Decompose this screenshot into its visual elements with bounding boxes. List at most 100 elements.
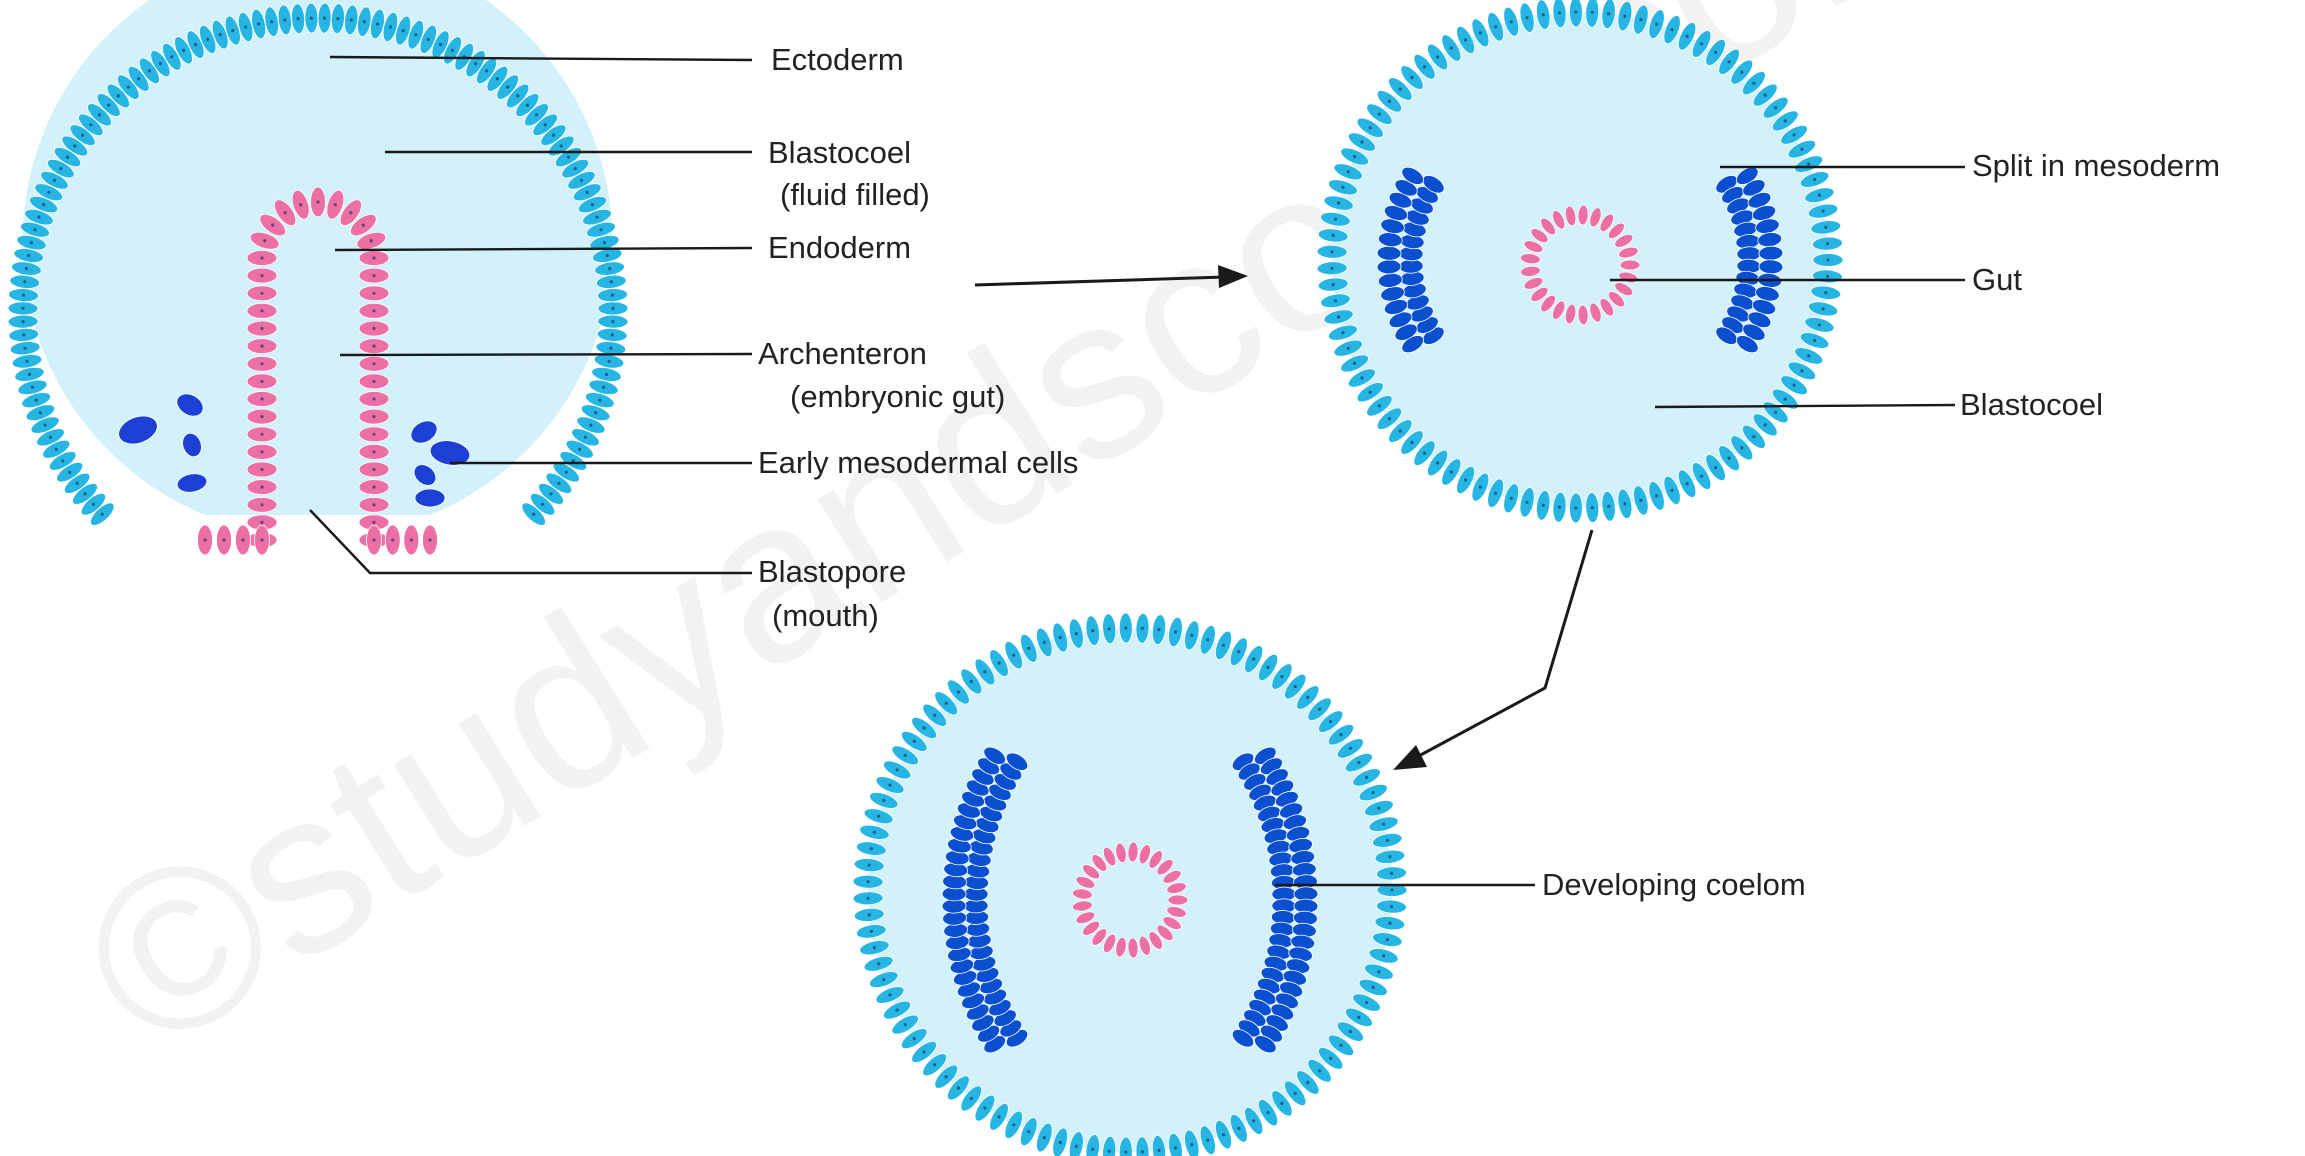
endoderm-cell-nucleus bbox=[203, 538, 206, 541]
ectoderm-cell-nucleus bbox=[578, 448, 581, 451]
ectoderm-cell-nucleus bbox=[31, 386, 34, 389]
ectoderm-cell-nucleus bbox=[49, 436, 52, 439]
ectoderm-cell-nucleus bbox=[1331, 250, 1334, 253]
gut-cell bbox=[1620, 260, 1640, 270]
endoderm-cell-nucleus bbox=[362, 224, 365, 227]
endoderm-cell-nucleus bbox=[260, 397, 263, 400]
blastocoel-1-fill bbox=[23, 0, 613, 515]
ectoderm-cell-nucleus bbox=[1728, 457, 1731, 460]
endoderm-cell-nucleus bbox=[372, 380, 375, 383]
ectoderm-cell-nucleus bbox=[957, 690, 960, 693]
endoderm-cell-nucleus bbox=[260, 521, 263, 524]
ectoderm-cell-nucleus bbox=[59, 167, 62, 170]
ectoderm-cell-nucleus bbox=[1108, 1150, 1111, 1153]
ectoderm-cell-nucleus bbox=[1075, 632, 1078, 635]
ectoderm-cell-nucleus bbox=[257, 22, 260, 25]
ectoderm-cell-nucleus bbox=[485, 69, 488, 72]
ectoderm-cell-nucleus bbox=[609, 347, 612, 350]
ectoderm-cell-nucleus bbox=[1526, 501, 1529, 504]
endoderm-cell-nucleus bbox=[260, 450, 263, 453]
ectoderm-cell-nucleus bbox=[608, 267, 611, 270]
ectoderm-cell-nucleus bbox=[1388, 100, 1391, 103]
ectoderm-cell-nucleus bbox=[1784, 119, 1787, 122]
ectoderm-cell-nucleus bbox=[1369, 126, 1372, 129]
ectoderm-cell-nucleus bbox=[1347, 347, 1350, 350]
ectoderm-cell-nucleus bbox=[888, 783, 891, 786]
ectoderm-cell-nucleus bbox=[1091, 1148, 1094, 1151]
ectoderm-cell-nucleus bbox=[170, 55, 173, 58]
ectoderm-cell-nucleus bbox=[1012, 654, 1015, 657]
ectoderm-cell-nucleus bbox=[1190, 1143, 1193, 1146]
ectoderm-cell-nucleus bbox=[1280, 675, 1283, 678]
ectoderm-cell-nucleus bbox=[350, 18, 353, 21]
ectoderm-cell-nucleus bbox=[1043, 641, 1046, 644]
ectoderm-cell-nucleus bbox=[73, 144, 76, 147]
ectoderm-cell-nucleus bbox=[98, 113, 101, 116]
ectoderm-cell-nucleus bbox=[877, 815, 880, 818]
endoderm-cell-nucleus bbox=[372, 345, 375, 348]
ectoderm-cell-nucleus bbox=[1410, 441, 1413, 444]
ectoderm-cell-nucleus bbox=[402, 29, 405, 32]
ectoderm-cell-nucleus bbox=[1494, 492, 1497, 495]
ectoderm-cell-nucleus bbox=[1360, 376, 1363, 379]
ectoderm-cell-nucleus bbox=[1774, 411, 1777, 414]
ectoderm-cell-nucleus bbox=[270, 20, 273, 23]
ectoderm-cell-nucleus bbox=[1174, 630, 1177, 633]
endoderm-cell-nucleus bbox=[372, 503, 375, 506]
ectoderm-cell-nucleus bbox=[574, 167, 577, 170]
archenteron-leader bbox=[340, 354, 752, 355]
ectoderm-cell-nucleus bbox=[1157, 628, 1160, 631]
endoderm-cell-nucleus bbox=[260, 415, 263, 418]
ectoderm-cell-nucleus bbox=[611, 320, 614, 323]
ectoderm-cell-nucleus bbox=[599, 228, 602, 231]
ectoderm-cell-nucleus bbox=[1671, 489, 1674, 492]
endoderm-cell-nucleus bbox=[372, 309, 375, 312]
ectoderm-cell-nucleus bbox=[611, 294, 614, 297]
endoderm-cell-nucleus bbox=[391, 538, 394, 541]
split-mesoderm-stage bbox=[1317, 0, 1843, 523]
ectoderm-cell-nucleus bbox=[1357, 761, 1360, 764]
ectoderm-cell-nucleus bbox=[913, 740, 916, 743]
label-blastocoel-2: Blastocoel bbox=[1960, 387, 2103, 422]
ectoderm-cell-nucleus bbox=[1377, 970, 1380, 973]
endoderm-cell-nucleus bbox=[284, 211, 287, 214]
ectoderm-cell-nucleus bbox=[1377, 807, 1380, 810]
endoderm-cell-nucleus bbox=[349, 211, 352, 214]
ectoderm-cell-nucleus bbox=[24, 347, 27, 350]
ectoderm-cell-nucleus bbox=[983, 670, 986, 673]
label-endoderm: Endoderm bbox=[768, 230, 911, 265]
ectoderm-cell-nucleus bbox=[1337, 202, 1340, 205]
ectoderm-cell-nucleus bbox=[506, 86, 509, 89]
ectoderm-cell-nucleus bbox=[28, 373, 31, 376]
ectoderm-cell-nucleus bbox=[1793, 133, 1796, 136]
ectoderm-cell-nucleus bbox=[1386, 839, 1389, 842]
ectoderm-cell-nucleus bbox=[1807, 163, 1810, 166]
ectoderm-cell-nucleus bbox=[913, 1037, 916, 1040]
ectoderm-cell-nucleus bbox=[1075, 1145, 1078, 1148]
ectoderm-cell-nucleus bbox=[1784, 398, 1787, 401]
ectoderm-cell-nucleus bbox=[565, 471, 568, 474]
endoderm-cell-nucleus bbox=[372, 486, 375, 489]
ectoderm-cell-nucleus bbox=[544, 123, 547, 126]
label-blastopore-note: (mouth) bbox=[772, 598, 879, 633]
ectoderm-cell-nucleus bbox=[873, 831, 876, 834]
ectoderm-cell-nucleus bbox=[1365, 776, 1368, 779]
ectoderm-cell-nucleus bbox=[1436, 55, 1439, 58]
label-archenteron: Archenteron bbox=[758, 336, 927, 371]
endoderm-cell-nucleus bbox=[372, 415, 375, 418]
ectoderm-cell-nucleus bbox=[1382, 823, 1385, 826]
ectoderm-cell-nucleus bbox=[896, 1009, 899, 1012]
ectoderm-cell-nucleus bbox=[1337, 315, 1340, 318]
ectoderm-cell-nucleus bbox=[35, 399, 38, 402]
ectoderm-cell-nucleus bbox=[89, 123, 92, 126]
ectoderm-cell-nucleus bbox=[55, 448, 58, 451]
ectoderm-cell-nucleus bbox=[580, 179, 583, 182]
ectoderm-cell-nucleus bbox=[1332, 234, 1335, 237]
ectoderm-cell-nucleus bbox=[1339, 1044, 1342, 1047]
ectoderm-cell-nucleus bbox=[81, 134, 84, 137]
ectoderm-cell-nucleus bbox=[39, 411, 42, 414]
ectoderm-cell-nucleus bbox=[1591, 11, 1594, 14]
ectoderm-cell-nucleus bbox=[1479, 486, 1482, 489]
mesodermal-cell bbox=[415, 489, 445, 507]
